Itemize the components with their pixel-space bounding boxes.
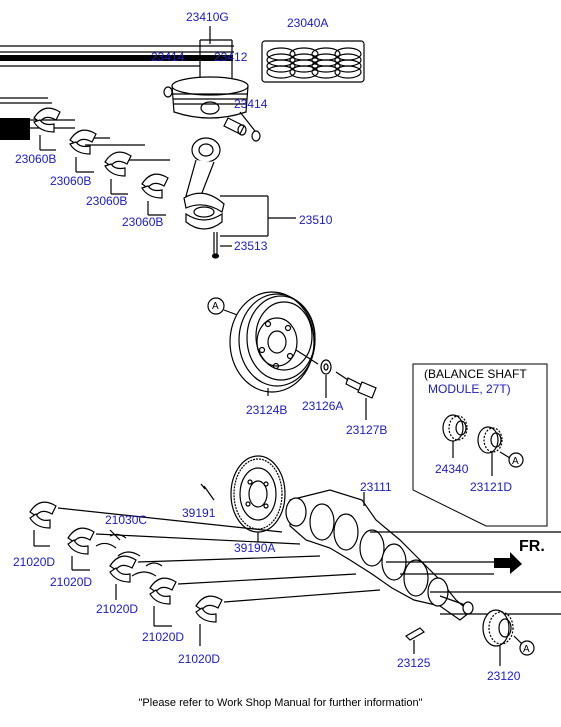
label-23126a[interactable]: 23126A bbox=[302, 399, 344, 413]
crankshaft-group bbox=[29, 455, 561, 666]
label-23040a[interactable]: 23040A bbox=[287, 16, 329, 30]
marker-a-crank: A bbox=[523, 644, 530, 655]
balance-shaft-title: (BALANCE SHAFT bbox=[424, 367, 527, 381]
damper-pulley bbox=[229, 291, 316, 393]
label-21020d-5[interactable]: 21020D bbox=[178, 652, 221, 666]
piston bbox=[171, 76, 249, 119]
footer-note: "Please refer to Work Shop Manual for fu… bbox=[138, 697, 423, 709]
label-23060b-2[interactable]: 23060B bbox=[50, 174, 92, 188]
label-23510[interactable]: 23510 bbox=[299, 213, 333, 227]
label-21020d-2[interactable]: 21020D bbox=[50, 575, 93, 589]
damper-pulley-group bbox=[207, 291, 377, 420]
marker-a-balance: A bbox=[512, 456, 519, 467]
label-21020d-1[interactable]: 21020D bbox=[13, 555, 56, 569]
label-23412[interactable]: 23412 bbox=[214, 50, 248, 64]
balance-gear-right bbox=[477, 426, 503, 454]
label-21020d-3[interactable]: 21020D bbox=[96, 602, 139, 616]
balance-gear-left bbox=[442, 414, 468, 442]
piston-pin bbox=[223, 117, 247, 136]
label-39191[interactable]: 39191 bbox=[182, 506, 216, 520]
label-23111[interactable]: 23111 bbox=[360, 480, 392, 494]
piston-ring-set bbox=[261, 40, 365, 83]
label-23121d[interactable]: 23121D bbox=[470, 480, 513, 494]
label-23060b-4[interactable]: 23060B bbox=[122, 215, 164, 229]
label-23060b-3[interactable]: 23060B bbox=[86, 194, 128, 208]
balance-shaft-subtitle: MODULE, 27T) bbox=[428, 382, 511, 396]
rod-bolt bbox=[211, 232, 220, 259]
ref-marker-a-pulley bbox=[207, 297, 225, 315]
label-24340[interactable]: 24340 bbox=[435, 462, 469, 476]
label-23060b-1[interactable]: 23060B bbox=[15, 152, 57, 166]
ref-marker-a-balance bbox=[508, 452, 524, 468]
pulley-washer bbox=[320, 359, 332, 375]
label-23410g[interactable]: 23410G bbox=[186, 10, 229, 24]
label-21020d-4[interactable]: 21020D bbox=[142, 630, 185, 644]
drive-plate bbox=[230, 455, 286, 533]
label-23124b[interactable]: 23124B bbox=[246, 403, 288, 417]
front-label: FR. bbox=[519, 538, 545, 555]
label-23125[interactable]: 23125 bbox=[397, 656, 431, 670]
connecting-rod bbox=[183, 137, 225, 230]
crank-key bbox=[405, 627, 425, 641]
ref-marker-a-crank bbox=[519, 640, 535, 656]
label-23120[interactable]: 23120 bbox=[487, 669, 521, 683]
snap-ring-left bbox=[163, 86, 173, 98]
rod-bearing-shells bbox=[33, 107, 169, 199]
pulley-bolt bbox=[345, 377, 377, 399]
crankshaft bbox=[285, 489, 474, 621]
label-39190a[interactable]: 39190A bbox=[234, 541, 276, 555]
front-arrow-icon bbox=[494, 552, 522, 574]
balance-shaft-box bbox=[412, 363, 548, 527]
label-23127b[interactable]: 23127B bbox=[346, 423, 388, 437]
piston-rod-group bbox=[0, 26, 365, 259]
crank-sprocket bbox=[482, 609, 514, 647]
label-23414-a[interactable]: 23414 bbox=[151, 50, 185, 64]
main-bearing-shells bbox=[29, 501, 223, 623]
snap-ring-right bbox=[251, 130, 261, 142]
label-23513[interactable]: 23513 bbox=[234, 239, 268, 253]
label-23414-b[interactable]: 23414 bbox=[234, 97, 268, 111]
label-21030c[interactable]: 21030C bbox=[105, 513, 148, 527]
marker-a-pulley: A bbox=[212, 301, 219, 312]
thrust-washers bbox=[95, 533, 163, 577]
